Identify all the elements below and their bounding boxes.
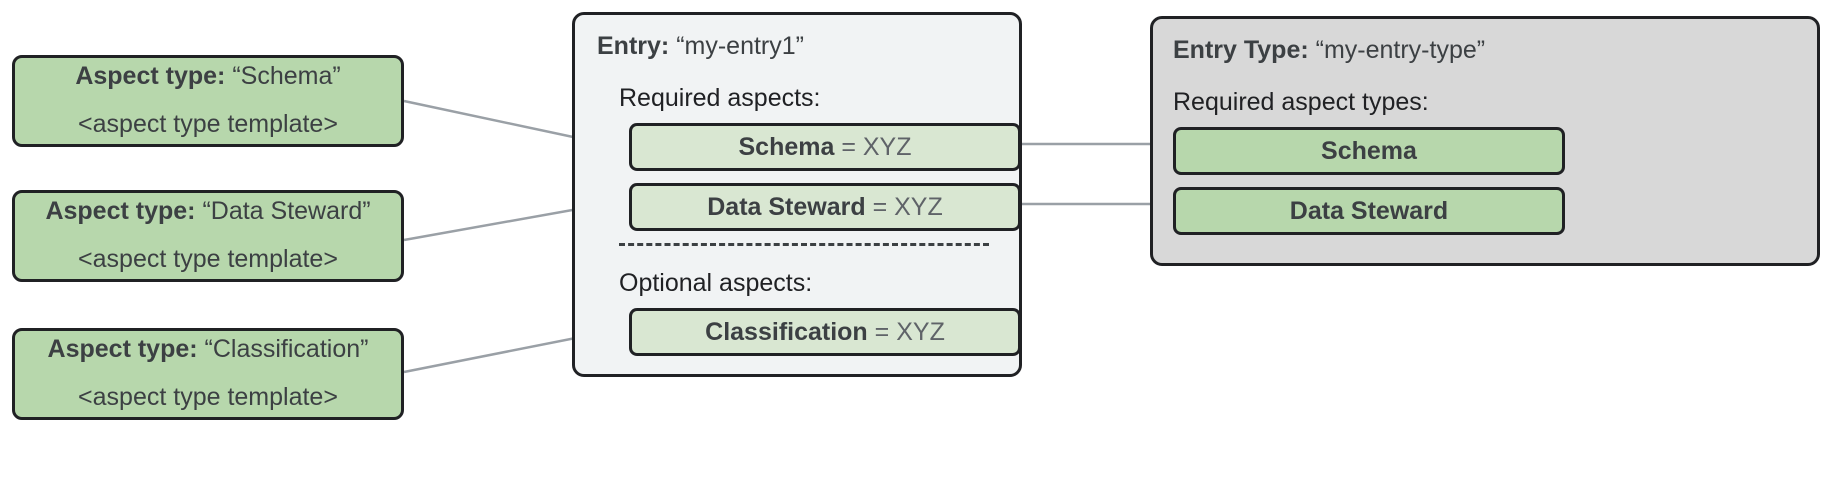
entry-panel: Entry: “my-entry1” Required aspects: Sch… — [572, 12, 1022, 377]
aspect-type-template-text: <aspect type template> — [78, 110, 338, 138]
entry-type-panel: Entry Type: “my-entry-type” Required asp… — [1150, 16, 1820, 266]
aspect-type-label: Aspect type: — [47, 335, 198, 364]
entry-label: Entry: — [597, 32, 670, 60]
aspect-type-name: “Schema” — [232, 62, 341, 91]
aspect-type-name: “Classification” — [204, 335, 369, 364]
aspect-type-template-text: <aspect type template> — [78, 383, 338, 411]
aspect-type-chip-name: Data Steward — [1289, 196, 1449, 225]
aspect-type-card-classification: Aspect type: “Classification” <aspect ty… — [12, 328, 404, 420]
aspect-type-card-heading: Aspect type: “Data Steward” — [45, 195, 370, 229]
aspect-chip-value: = XYZ — [872, 192, 943, 221]
required-aspect-types-label: Required aspect types: — [1173, 88, 1429, 116]
aspect-type-chip-data-steward: Data Steward — [1173, 187, 1565, 235]
optional-aspects-label: Optional aspects: — [619, 269, 813, 297]
aspect-chip-name: Classification — [705, 317, 868, 346]
required-aspects-list: Schema = XYZ Data Steward = XYZ — [629, 123, 1021, 231]
aspect-chip-value: = XYZ — [874, 317, 945, 346]
entry-type-label: Entry Type: — [1173, 36, 1309, 64]
aspect-chip-name: Schema — [738, 132, 835, 161]
aspect-type-chip-name: Schema — [1321, 136, 1417, 165]
aspect-type-template-text: <aspect type template> — [78, 245, 338, 273]
aspect-chip-classification: Classification = XYZ — [629, 308, 1021, 356]
required-aspects-label: Required aspects: — [619, 84, 821, 112]
aspect-chip-value: = XYZ — [841, 132, 912, 161]
aspect-type-card-data-steward: Aspect type: “Data Steward” <aspect type… — [12, 190, 404, 282]
aspect-type-card-heading: Aspect type: “Classification” — [48, 333, 369, 367]
optional-aspects-list: Classification = XYZ — [629, 308, 1021, 356]
aspect-type-card-heading: Aspect type: “Schema” — [75, 60, 340, 94]
aspect-chip-name: Data Steward — [707, 192, 866, 221]
required-aspect-types-list: Schema Data Steward — [1173, 127, 1795, 235]
aspect-chip-data-steward: Data Steward = XYZ — [629, 183, 1021, 231]
aspect-type-name: “Data Steward” — [202, 197, 371, 226]
aspect-type-chip-schema: Schema — [1173, 127, 1565, 175]
aspect-type-card-schema: Aspect type: “Schema” <aspect type templ… — [12, 55, 404, 147]
entry-type-panel-title: Entry Type: “my-entry-type” — [1173, 35, 1795, 65]
entry-name: “my-entry1” — [676, 32, 804, 60]
entry-type-name: “my-entry-type” — [1315, 36, 1486, 64]
entry-panel-title: Entry: “my-entry1” — [597, 31, 995, 61]
aspects-divider — [619, 243, 989, 246]
aspect-type-label: Aspect type: — [75, 62, 226, 91]
aspect-type-label: Aspect type: — [45, 197, 196, 226]
aspect-chip-schema: Schema = XYZ — [629, 123, 1021, 171]
